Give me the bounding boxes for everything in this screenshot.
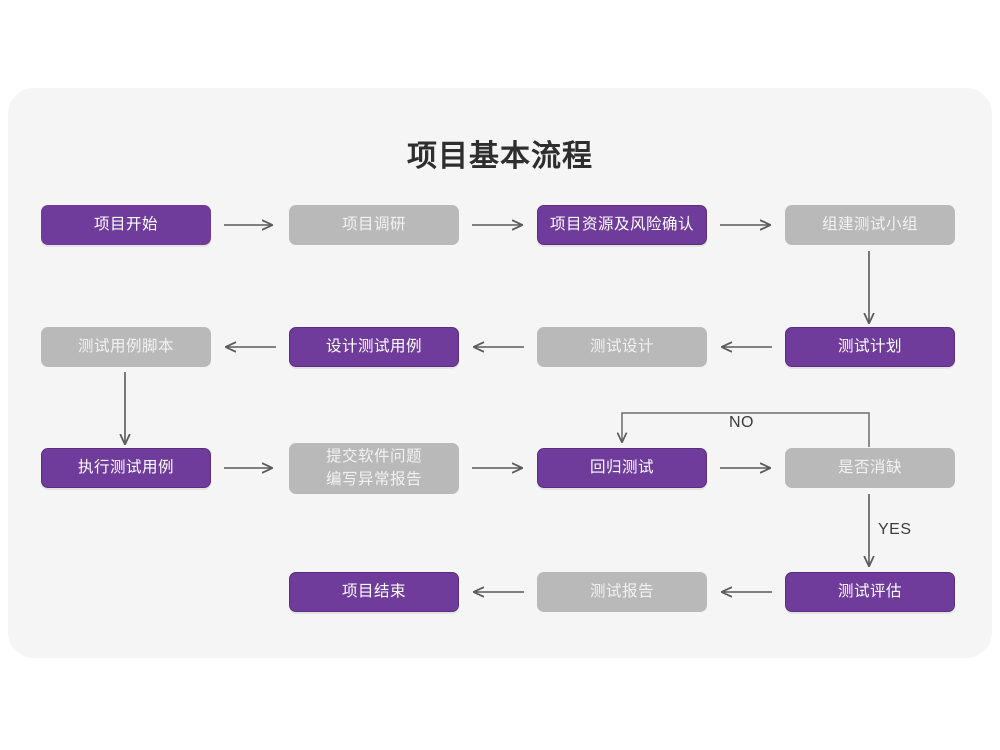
edge-label-yes: YES bbox=[878, 521, 912, 538]
node-test-design[interactable]: 测试设计 bbox=[537, 327, 707, 367]
diagram-panel bbox=[8, 88, 992, 658]
node-regression-test[interactable]: 回归测试 bbox=[537, 448, 707, 488]
node-execute-test-cases[interactable]: 执行测试用例 bbox=[41, 448, 211, 488]
page-title: 项目基本流程 bbox=[407, 140, 593, 173]
node-test-case-script[interactable]: 测试用例脚本 bbox=[41, 327, 211, 367]
node-submit-issues-line1: 提交软件问题 bbox=[325, 448, 422, 466]
node-submit-issues-report[interactable]: 提交软件问题 编写异常报告 bbox=[289, 443, 459, 494]
node-test-plan[interactable]: 测试计划 bbox=[785, 327, 955, 367]
node-design-test-cases[interactable]: 设计测试用例 bbox=[289, 327, 459, 367]
node-resource-risk-confirmation[interactable]: 项目资源及风险确认 bbox=[537, 205, 707, 245]
node-test-report[interactable]: 测试报告 bbox=[537, 572, 707, 612]
edge-label-no: NO bbox=[729, 414, 754, 431]
node-form-test-team[interactable]: 组建测试小组 bbox=[785, 205, 955, 245]
node-project-start[interactable]: 项目开始 bbox=[41, 205, 211, 245]
node-defect-resolved-decision[interactable]: 是否消缺 bbox=[785, 448, 955, 488]
node-submit-issues-line2: 编写异常报告 bbox=[325, 470, 422, 488]
node-project-research[interactable]: 项目调研 bbox=[289, 205, 459, 245]
node-project-end[interactable]: 项目结束 bbox=[289, 572, 459, 612]
node-test-evaluation[interactable]: 测试评估 bbox=[785, 572, 955, 612]
